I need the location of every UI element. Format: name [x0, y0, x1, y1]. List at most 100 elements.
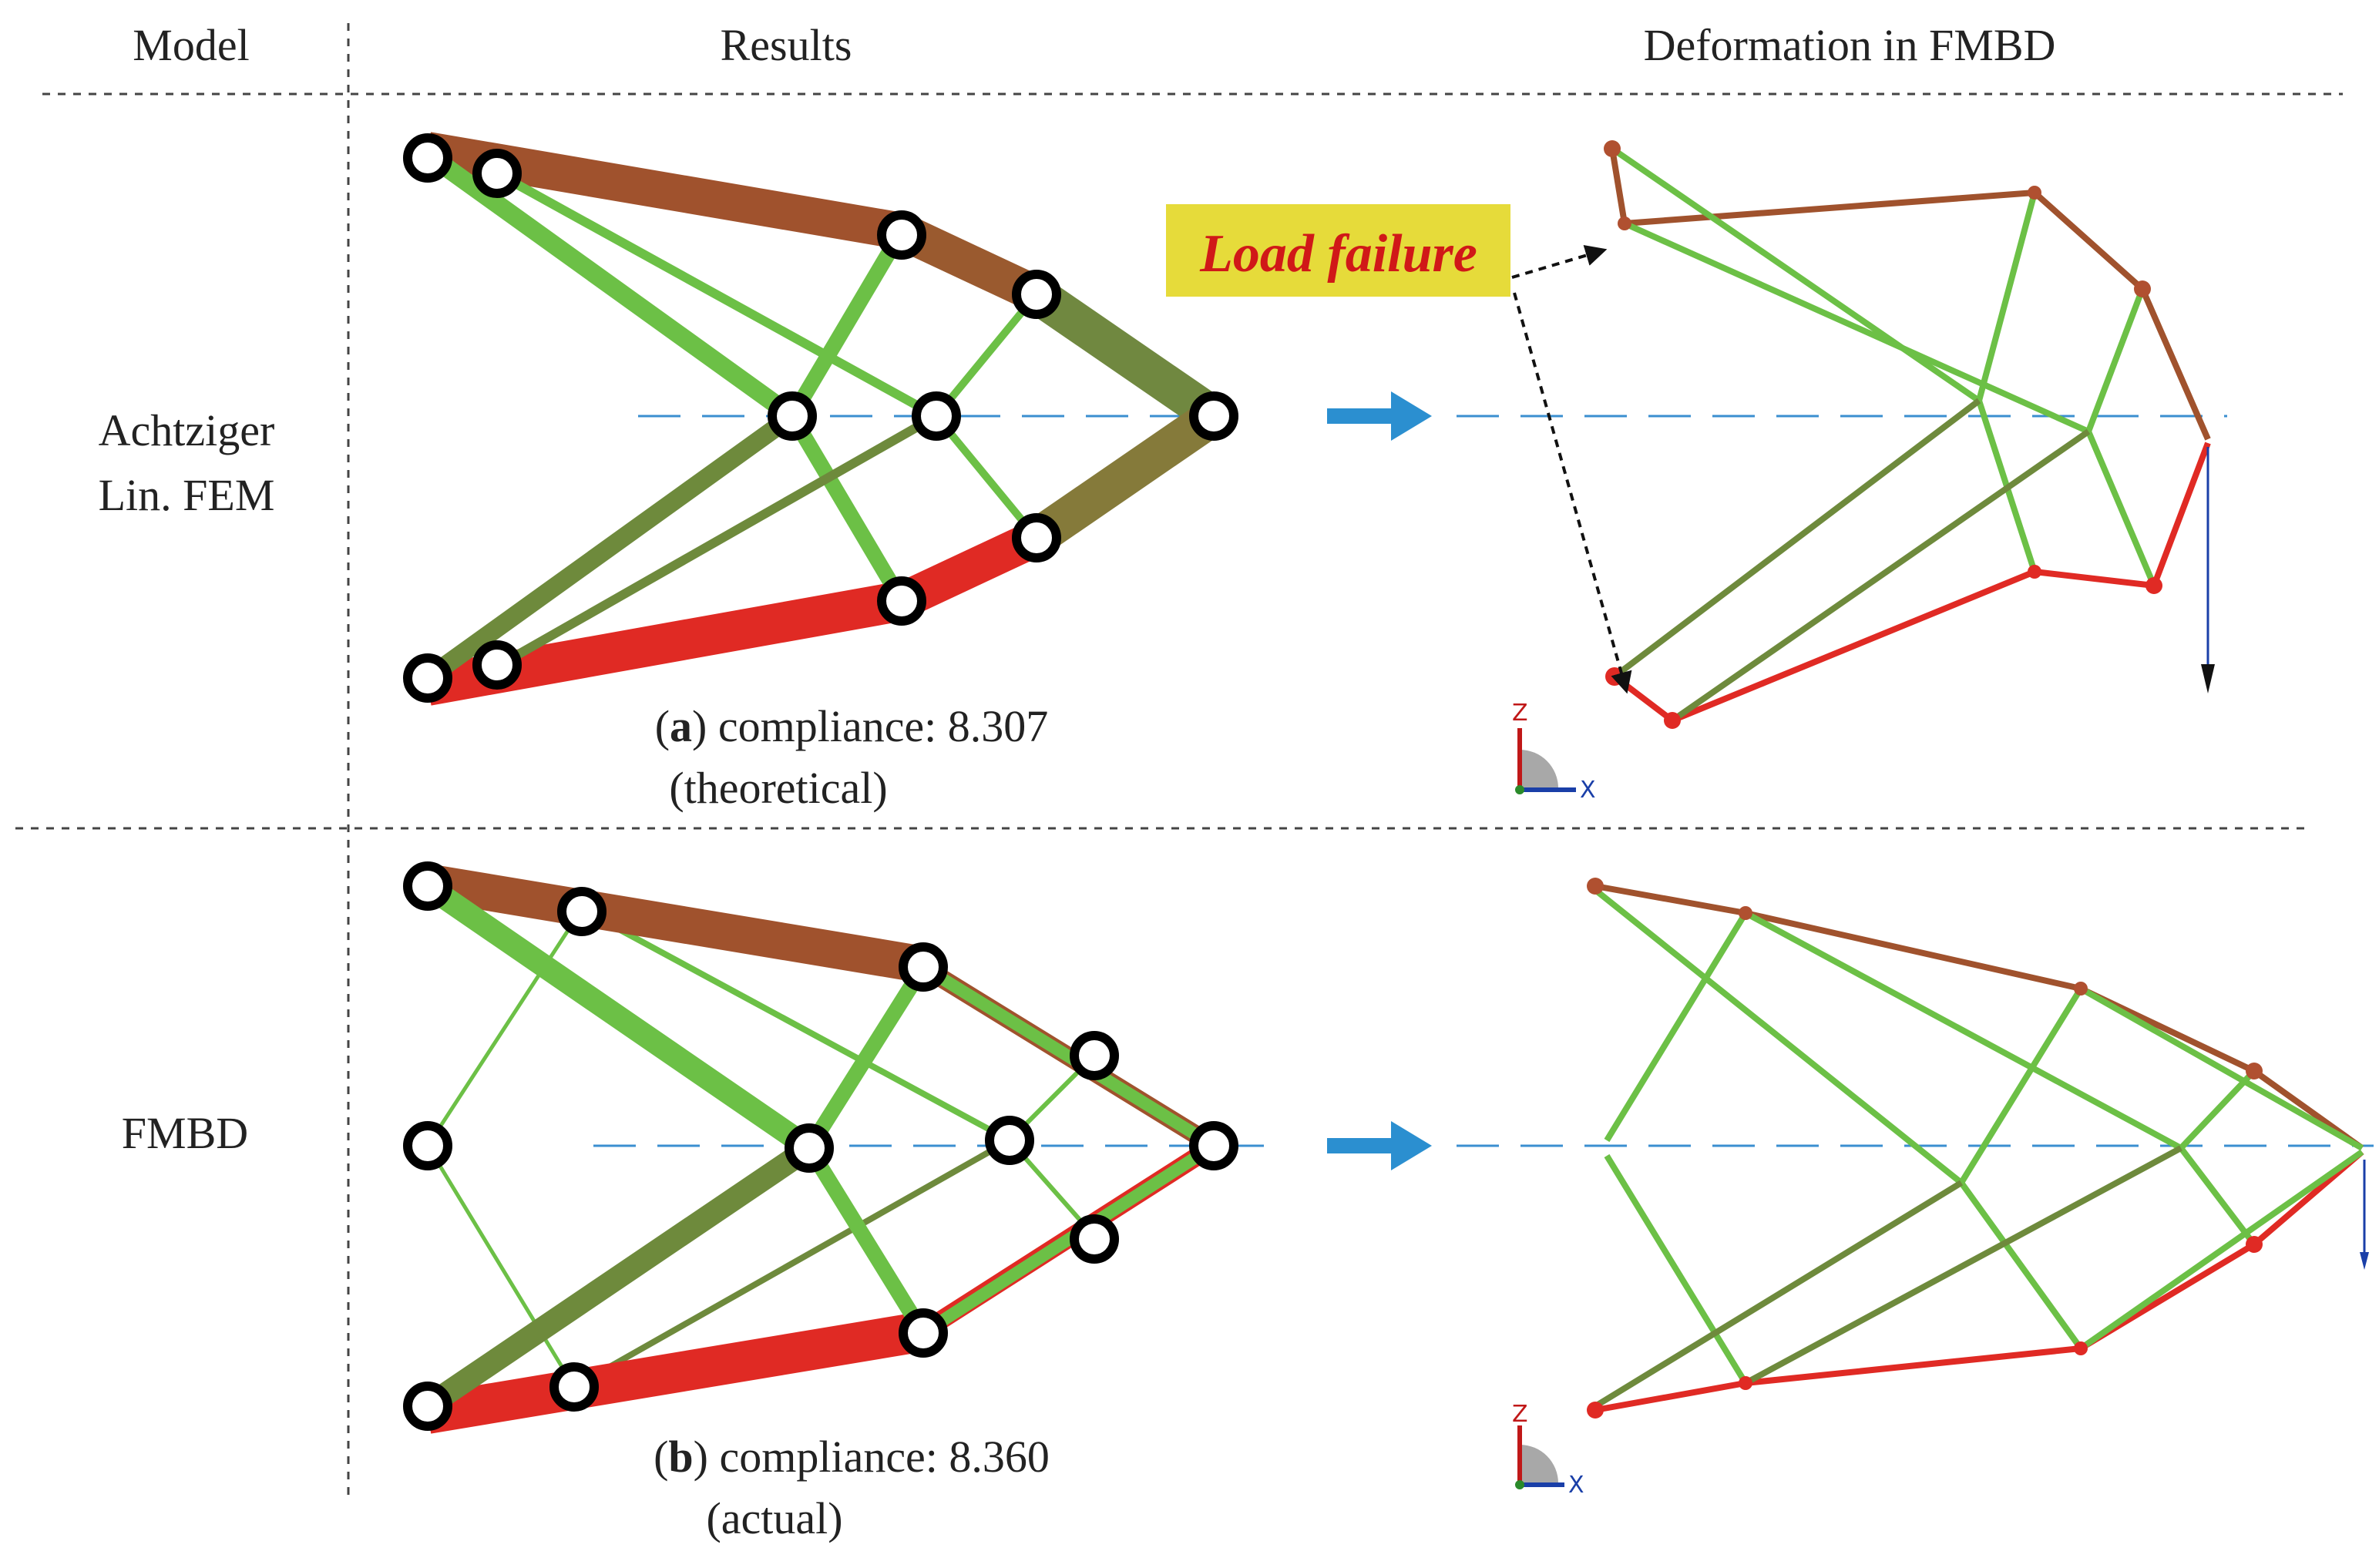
- bar: [422, 408, 798, 686]
- deform-bar: [1744, 910, 2182, 1151]
- deform-bar: [2079, 985, 2364, 1151]
- deform-bar: [2178, 1146, 2257, 1247]
- deform-bar: [1604, 911, 1749, 1143]
- bar: [573, 1137, 1011, 1390]
- bar: [785, 411, 909, 606]
- header-model: Model: [133, 20, 249, 70]
- bar: [933, 291, 1040, 419]
- deform-node: [2074, 1341, 2088, 1355]
- deform-bar: [1610, 146, 1981, 404]
- deform-bar: [1594, 883, 2364, 1151]
- bar: [421, 1138, 816, 1416]
- deform-bar: [1670, 428, 2091, 724]
- node: [403, 653, 452, 703]
- node: [1012, 270, 1061, 319]
- node: [877, 210, 926, 260]
- row1-caption-sub: (theoretical): [669, 763, 887, 813]
- bar: [425, 908, 584, 1147]
- table-grid: [15, 23, 2343, 1499]
- annotation-box: [1166, 204, 1510, 297]
- row2-model-label: FMBD: [122, 1108, 248, 1158]
- bar: [425, 1144, 576, 1388]
- bar: [495, 169, 939, 421]
- row2-truss: [403, 861, 1264, 1434]
- node: [403, 1382, 452, 1431]
- x-axis-label: X: [1568, 1472, 1584, 1499]
- bar: [802, 1143, 930, 1338]
- node: [985, 1116, 1034, 1165]
- deform-node: [2246, 1236, 2263, 1253]
- bar: [933, 413, 1040, 541]
- node: [549, 1362, 599, 1412]
- deform-bar: [1612, 442, 2211, 724]
- deform-bar: [1958, 986, 2084, 1185]
- deform-bar: [1623, 220, 2090, 435]
- deform-node: [1618, 217, 1631, 230]
- deform-node: [1739, 906, 1752, 920]
- node: [472, 640, 522, 690]
- deform-node: [2028, 186, 2041, 200]
- bar: [919, 1140, 1218, 1338]
- row2-caption-tag: b: [668, 1432, 693, 1482]
- header-results: Results: [721, 20, 852, 70]
- deform-bar: [1744, 1145, 2182, 1386]
- deform-node: [1664, 712, 1681, 729]
- node: [899, 942, 948, 992]
- annotation-pointer-up: [1511, 244, 1608, 279]
- deform-bar: [2085, 287, 2145, 433]
- bar: [422, 146, 798, 424]
- deform-node: [1739, 1376, 1752, 1390]
- bar: [785, 227, 909, 421]
- row2-caption-sub: (actual): [706, 1493, 842, 1543]
- node: [785, 1123, 834, 1173]
- row1-caption-tag: a: [670, 701, 692, 751]
- deform-bar: [1612, 398, 1981, 680]
- row1-axes-triad-icon: Z X: [1512, 700, 1596, 804]
- node: [1012, 513, 1061, 562]
- annotation-pointer-down: [1513, 292, 1632, 694]
- row1-truss: [403, 132, 1238, 706]
- deform-node: [1587, 878, 1604, 895]
- load-failure-annotation: Load failure: [1166, 204, 1632, 694]
- deform-node: [1604, 140, 1621, 157]
- annotation-label: Load failure: [1199, 224, 1477, 284]
- bar: [424, 1311, 927, 1434]
- z-axis-label: Z: [1512, 700, 1528, 727]
- deform-bar: [1594, 1149, 2364, 1413]
- z-axis-label: Z: [1512, 1401, 1528, 1428]
- node: [1189, 391, 1238, 441]
- bar: [425, 864, 926, 983]
- bar: [893, 521, 1045, 618]
- row1-model-label-1: Achtziger: [99, 405, 275, 455]
- header-deformation: Deformation in FMBD: [1644, 20, 2056, 70]
- bar: [802, 962, 930, 1153]
- node: [899, 1308, 948, 1358]
- node: [403, 133, 452, 183]
- row1-deformation: [1457, 140, 2227, 729]
- load-arrowhead-icon: [2360, 1252, 2369, 1270]
- x-axis-label: X: [1580, 777, 1596, 804]
- row2-arrow-right-icon: [1327, 1121, 1432, 1170]
- deform-bar: [1958, 1180, 2084, 1351]
- deform-bar: [2085, 430, 2157, 587]
- deform-node: [2134, 280, 2151, 297]
- deform-node: [2145, 577, 2162, 594]
- node: [1189, 1121, 1238, 1170]
- node: [912, 391, 961, 441]
- row1-caption-text: compliance: 8.307: [718, 701, 1048, 751]
- deform-node: [2074, 982, 2088, 996]
- row2-axes-triad-icon: Z X: [1512, 1401, 1584, 1499]
- node: [1070, 1031, 1119, 1080]
- bar: [919, 962, 1218, 1151]
- deform-bar: [1593, 887, 1964, 1186]
- deform-bar: [1609, 148, 2211, 441]
- bar: [1025, 278, 1225, 432]
- node: [557, 887, 607, 936]
- deform-bar: [1976, 191, 2038, 402]
- row1-caption: (a) compliance: 8.307: [655, 701, 1049, 751]
- load-arrowhead-icon: [2201, 664, 2215, 693]
- node: [877, 576, 926, 626]
- node: [768, 391, 817, 441]
- bar: [580, 906, 1011, 1143]
